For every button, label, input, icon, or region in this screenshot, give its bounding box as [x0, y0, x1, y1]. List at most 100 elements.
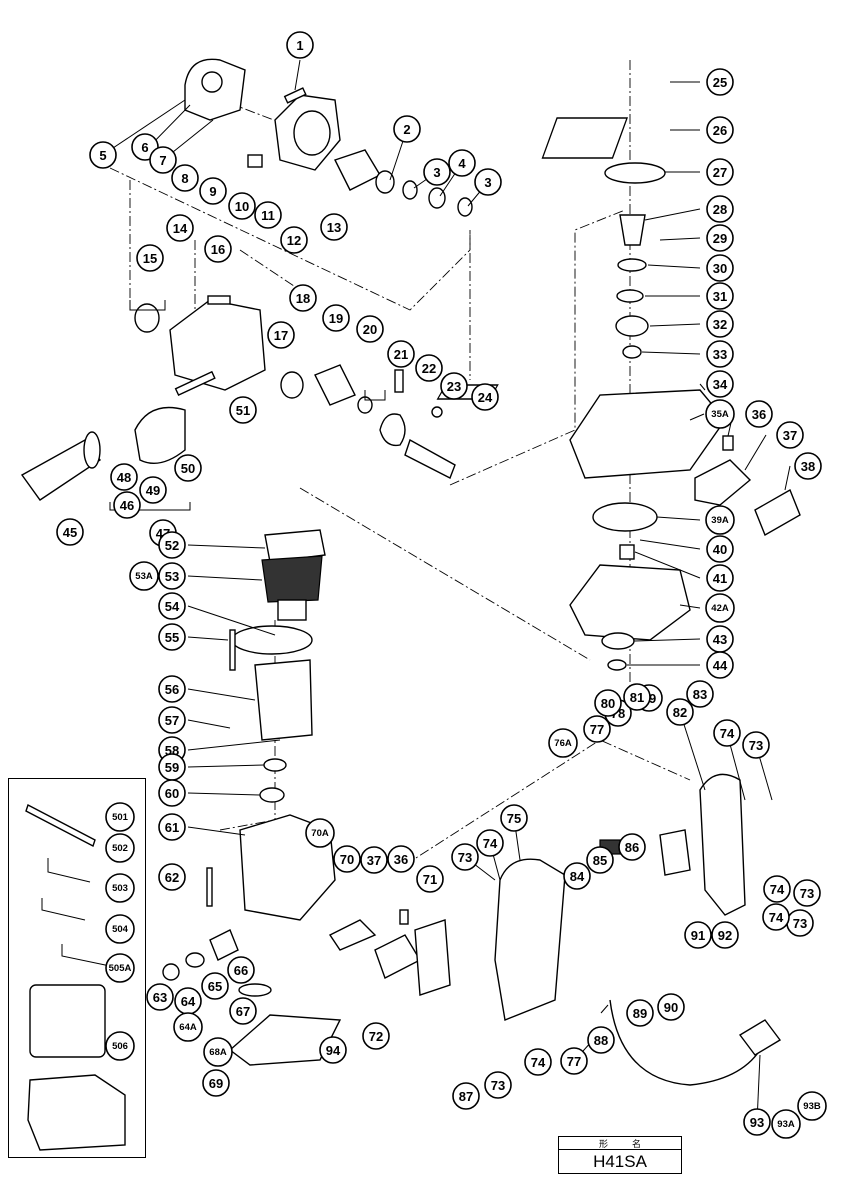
callout-60: 60 — [158, 779, 186, 807]
callout-label: 76A — [554, 738, 572, 749]
callout-label: 31 — [713, 289, 727, 304]
part-44-washer — [607, 659, 627, 671]
part-48-clamp — [134, 406, 186, 464]
callout-label: 25 — [713, 75, 727, 90]
part-14-housing — [169, 299, 266, 391]
part-26-cover — [541, 117, 629, 159]
callout-81: 81 — [623, 683, 651, 711]
callout-23: 23 — [440, 372, 468, 400]
callout-label: 10 — [235, 199, 249, 214]
callout-label: 41 — [713, 571, 727, 586]
callout-label: 503 — [112, 883, 128, 894]
callout-506: 506 — [105, 1031, 135, 1061]
part-4-ring — [428, 187, 446, 209]
part-503-hex-key — [41, 898, 86, 921]
callout-label: 77 — [567, 1054, 581, 1069]
callout-label: 37 — [783, 428, 797, 443]
callout-label: 22 — [422, 361, 436, 376]
callout-502: 502 — [105, 833, 135, 863]
callout-label: 56 — [165, 682, 179, 697]
callout-67: 67 — [229, 997, 257, 1025]
part-22-bearing — [379, 413, 406, 447]
callout-label: 19 — [329, 311, 343, 326]
part-71-packing — [414, 919, 451, 996]
callout-13: 13 — [320, 213, 348, 241]
callout-label: 37 — [367, 853, 381, 868]
callout-label: 33 — [713, 347, 727, 362]
callout-31: 31 — [706, 282, 734, 310]
callout-label: 17 — [274, 328, 288, 343]
callout-label: 29 — [713, 231, 727, 246]
callout-label: 28 — [713, 202, 727, 217]
part-53-commutator — [277, 599, 307, 621]
callout-label: 88 — [594, 1033, 608, 1048]
title-block-header-right: 名 — [631, 1138, 641, 1149]
callout-label: 18 — [296, 291, 310, 306]
callout-label: 504 — [112, 924, 129, 935]
callout-label: 49 — [146, 483, 160, 498]
callout-86: 86 — [618, 833, 646, 861]
callout-64: 64 — [174, 987, 202, 1015]
part-38-packing — [754, 488, 801, 537]
title-block: 形 名 H41SA — [558, 1136, 682, 1174]
callout-label: 55 — [165, 630, 179, 645]
callout-label: 83 — [693, 687, 707, 702]
callout-50: 50 — [174, 454, 202, 482]
callout-55: 55 — [158, 623, 186, 651]
part-21-pin — [394, 369, 404, 393]
callout-label: 75 — [507, 811, 521, 826]
callout-24: 24 — [471, 383, 499, 411]
callout-label: 36 — [752, 407, 766, 422]
callout-label: 59 — [165, 760, 179, 775]
part-56-stator — [254, 659, 313, 741]
part-39A-gear — [592, 502, 658, 532]
callout-92: 92 — [711, 921, 739, 949]
callout-46: 46 — [113, 491, 141, 519]
part-70-plate — [328, 919, 377, 951]
callout-label: 73 — [749, 738, 763, 753]
part-27-o-ring — [604, 162, 666, 184]
title-block-header: 形 名 — [559, 1137, 681, 1150]
callout-87: 87 — [452, 1082, 480, 1110]
callout-57: 57 — [158, 706, 186, 734]
callout-70A: 70A — [305, 818, 335, 848]
callout-label: 3 — [484, 175, 491, 190]
callout-72: 72 — [362, 1022, 390, 1050]
callout-69: 69 — [202, 1069, 230, 1097]
callout-label: 63 — [153, 990, 167, 1005]
callout-71: 71 — [416, 865, 444, 893]
part-62-screw — [206, 867, 213, 907]
callout-label: 50 — [181, 461, 195, 476]
callout-label: 1 — [296, 38, 303, 53]
callout-37b: 37 — [360, 846, 388, 874]
callout-label: 66 — [234, 963, 248, 978]
callout-label: 73 — [458, 850, 472, 865]
callout-53: 53 — [158, 562, 186, 590]
callout-93B: 93B — [797, 1091, 827, 1121]
part-501-bit — [25, 803, 96, 848]
callout-74c: 74 — [524, 1048, 552, 1076]
callout-10: 10 — [228, 192, 256, 220]
callout-label: 20 — [363, 322, 377, 337]
callout-26: 26 — [706, 116, 734, 144]
part-12-bore — [293, 110, 331, 156]
callout-label: 68A — [209, 1047, 227, 1058]
callout-9: 9 — [199, 177, 227, 205]
callout-28: 28 — [706, 195, 734, 223]
callout-label: 72 — [369, 1029, 383, 1044]
part-18-o-ring — [280, 371, 304, 399]
callout-label: 62 — [165, 870, 179, 885]
callout-8: 8 — [171, 164, 199, 192]
callout-label: 45 — [63, 525, 77, 540]
part-52-fan — [264, 529, 326, 563]
callout-label: 92 — [718, 928, 732, 943]
callout-35A: 35A — [705, 399, 735, 429]
callout-label: 87 — [459, 1089, 473, 1104]
callout-84: 84 — [563, 862, 591, 890]
callout-label: 15 — [143, 251, 157, 266]
callout-label: 2 — [403, 122, 410, 137]
part-28-crank-shaft — [619, 214, 646, 246]
part-63-cap — [162, 963, 180, 981]
callout-label: 21 — [394, 347, 408, 362]
callout-label: 501 — [112, 812, 129, 823]
